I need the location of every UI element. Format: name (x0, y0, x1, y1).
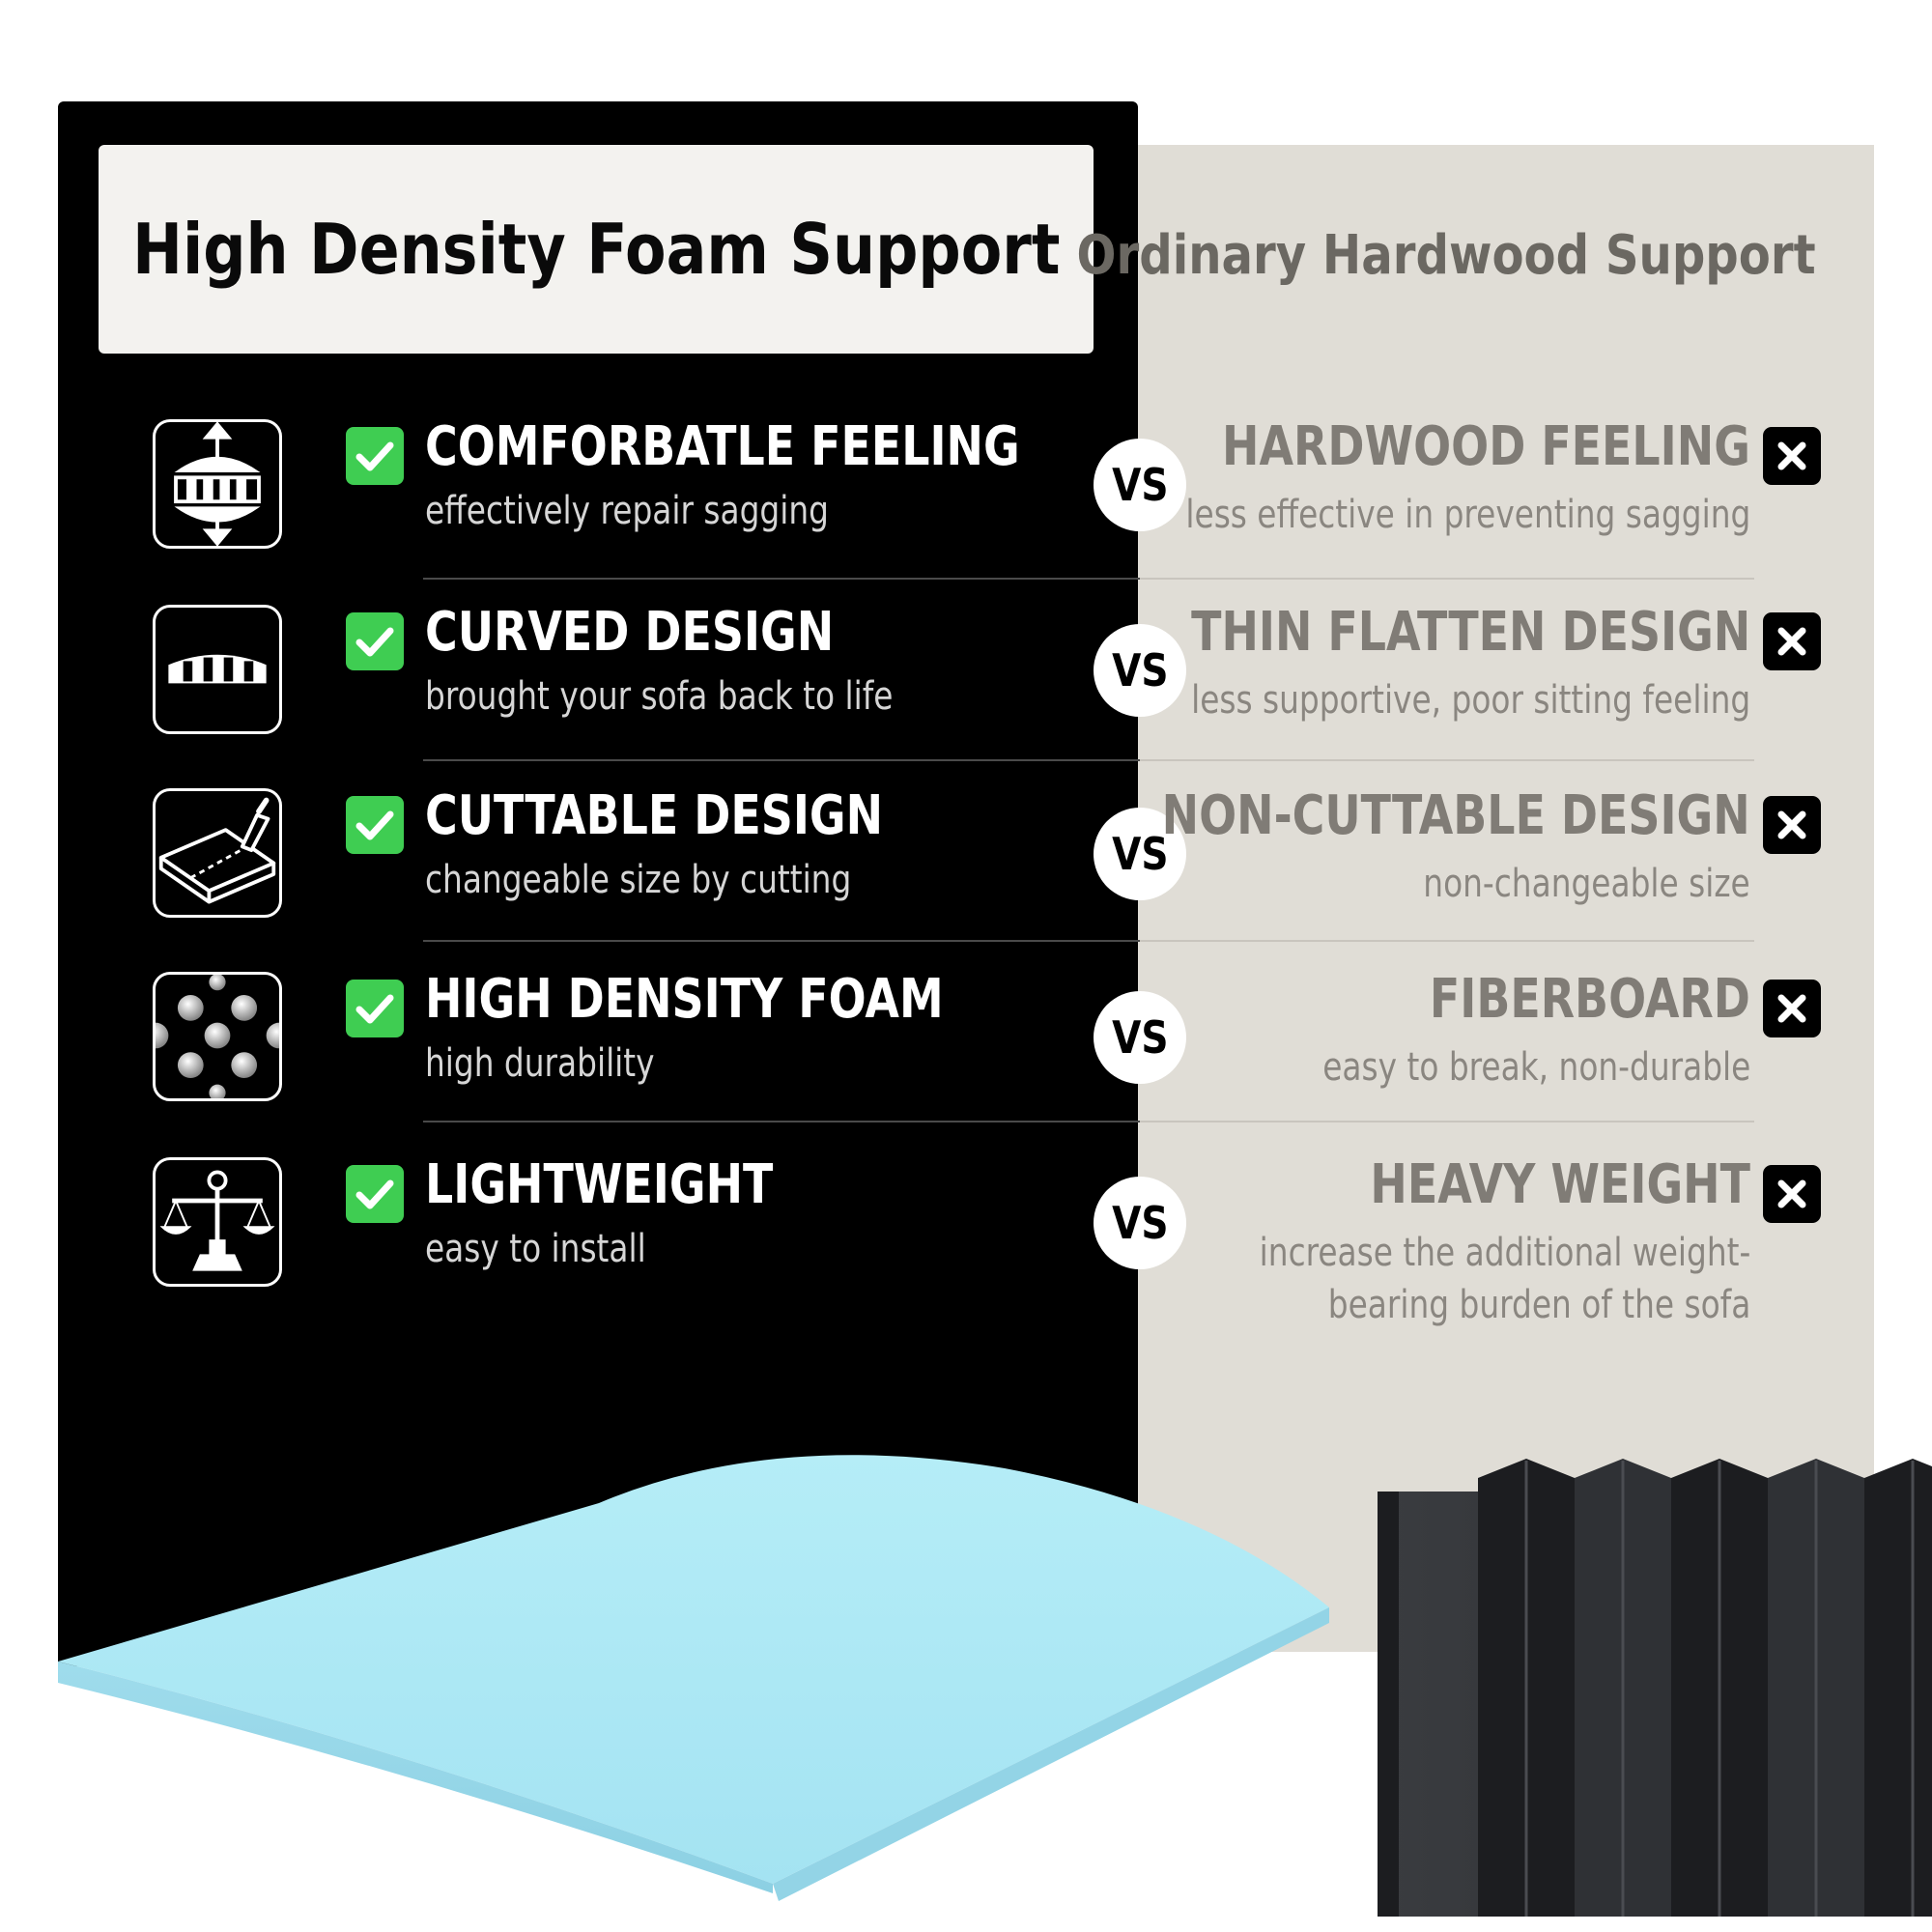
feature-subtitle: effectively repair sagging (425, 489, 829, 533)
check-icon (346, 612, 404, 670)
vs-badge: VS (1094, 991, 1186, 1084)
cross-icon (1763, 980, 1821, 1037)
vs-badge: VS (1094, 808, 1186, 900)
feature-subtitle: high durability (425, 1041, 655, 1086)
row-divider (423, 578, 1754, 580)
check-icon (346, 1165, 404, 1223)
foam-panel (58, 101, 1138, 1666)
feature-title: CUTTABLE DESIGN (425, 784, 884, 847)
feature-subtitle: changeable size by cutting (425, 858, 852, 902)
comparison-row: CUTTABLE DESIGN changeable size by cutti… (0, 784, 1932, 968)
vs-badge: VS (1094, 624, 1186, 717)
feature-title: CURVED DESIGN (425, 601, 835, 664)
vs-badge: VS (1094, 439, 1186, 531)
row-divider (423, 1121, 1754, 1122)
hardwood-heading: Ordinary Hardwood Support (1076, 224, 1816, 287)
cross-icon (1763, 1165, 1821, 1223)
compare-title: HEAVY WEIGHT (1370, 1153, 1750, 1216)
vs-label: VS (1111, 644, 1169, 696)
compare-title: THIN FLATTEN DESIGN (1190, 601, 1750, 664)
fiberboard-image (1352, 1449, 1932, 1932)
check-icon (346, 980, 404, 1037)
check-icon (346, 796, 404, 854)
comparison-row: CURVED DESIGN brought your sofa back to … (0, 601, 1932, 784)
comparison-row: HIGH DENSITY FOAM high durability VS FIB… (0, 968, 1932, 1151)
feature-subtitle: easy to install (425, 1227, 646, 1271)
support-arrows-icon (153, 419, 282, 549)
curved-slat-icon (153, 605, 282, 734)
vs-label: VS (1111, 1197, 1169, 1249)
comparison-row: COMFORBATLE FEELING effectively repair s… (0, 415, 1932, 599)
foam-dots-icon (153, 972, 282, 1101)
cross-icon (1763, 612, 1821, 670)
comparison-row: LIGHTWEIGHT easy to install VS HEAVY WEI… (0, 1153, 1932, 1370)
compare-subtitle-line: bearing burden of the sofa (1327, 1283, 1750, 1327)
compare-title: NON-CUTTABLE DESIGN (1161, 784, 1750, 847)
cutting-knife-icon (153, 788, 282, 918)
compare-subtitle-line: increase the additional weight- (1259, 1231, 1750, 1275)
compare-title: HARDWOOD FEELING (1222, 415, 1750, 478)
vs-label: VS (1111, 1011, 1169, 1064)
vs-label: VS (1111, 828, 1169, 880)
row-divider (423, 940, 1754, 942)
feature-title: LIGHTWEIGHT (425, 1153, 774, 1216)
foam-heading: High Density Foam Support (131, 209, 1061, 290)
foam-heading-box: High Density Foam Support (99, 145, 1094, 354)
balance-scale-icon (153, 1157, 282, 1287)
compare-subtitle: less effective in preventing sagging (1185, 493, 1750, 537)
vs-badge: VS (1094, 1177, 1186, 1269)
compare-subtitle: less supportive, poor sitting feeling (1190, 678, 1750, 723)
feature-title: HIGH DENSITY FOAM (425, 968, 944, 1031)
hardwood-panel (1111, 145, 1874, 1652)
cross-icon (1763, 427, 1821, 485)
foam-pad-image (0, 1430, 1372, 1932)
feature-subtitle: brought your sofa back to life (425, 674, 894, 719)
vs-label: VS (1111, 459, 1169, 511)
feature-title: COMFORBATLE FEELING (425, 415, 1020, 478)
check-icon (346, 427, 404, 485)
compare-subtitle: easy to break, non-durable (1321, 1045, 1750, 1090)
compare-title: FIBERBOARD (1429, 968, 1750, 1031)
row-divider (423, 759, 1754, 761)
compare-subtitle: increase the additional weight- bearing … (1259, 1227, 1750, 1331)
compare-subtitle: non-changeable size (1423, 862, 1750, 906)
cross-icon (1763, 796, 1821, 854)
